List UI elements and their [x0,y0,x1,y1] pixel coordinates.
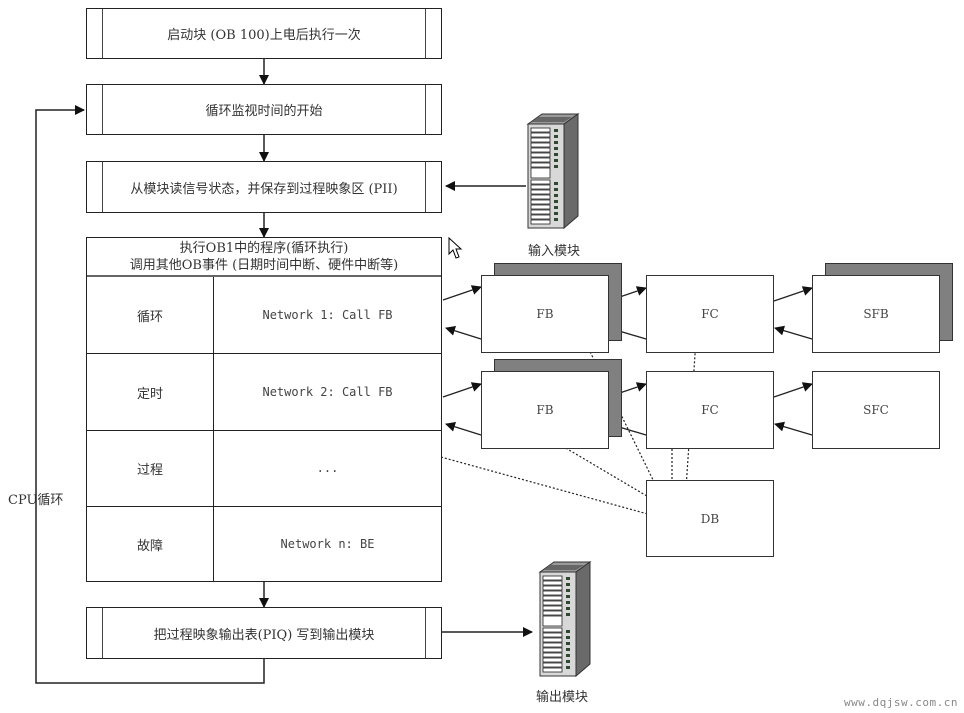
input-module-icon [526,113,580,230]
table-row: 故障 Network n: BE [87,506,441,582]
arrow-fc2-to-sfc [773,382,813,398]
event-cell: 过程 [87,430,214,506]
table-row: 定时 Network 2: Call FB [87,354,441,431]
input-module-label: 输入模块 [528,244,581,259]
cycle-monitor-box: 循环监视时间的开始 [86,84,442,135]
event-cell: 循环 [87,277,214,353]
output-module-label: 输出模块 [536,690,589,705]
db-block: DB [646,480,774,557]
startup-block-text: 启动块 (OB 100)上电后执行一次 [167,28,361,43]
arrow-fc1-to-sfb [773,286,813,302]
fb2-block: FB [481,371,609,449]
table-row: 过程 ... [87,430,441,507]
watermark: www.dqjsw.com.cn [844,696,958,709]
write-outputs-text: 把过程映象输出表(PIQ) 写到输出模块 [153,627,375,643]
cpu-cycle-label: CPU循环 [8,493,64,508]
network-cell: Network 1: Call FB [262,308,393,322]
fb1-block: FB [481,275,609,353]
arrow-main-to-fb2 [442,382,482,398]
arrow-sfc-to-fc2 [774,421,813,436]
read-inputs-text: 从模块读信号状态，并保存到过程映象区 (PII) [130,181,398,197]
cycle-monitor-text: 循环监视时间的开始 [205,104,323,119]
ob1-header: 执行OB1中的程序(循环执行) 调用其他OB事件 (日期时间中断、硬件中断等) [87,238,441,277]
startup-block-box: 启动块 (OB 100)上电后执行一次 [86,8,442,59]
network-cell: Network n: BE [280,537,375,551]
mouse-cursor-icon [448,237,463,259]
arrow-fb1-to-main [445,325,482,340]
table-row: 循环 Network 1: Call FB [87,277,441,354]
read-inputs-box: 从模块读信号状态，并保存到过程映象区 (PII) [86,161,442,213]
network-cell: Network 2: Call FB [262,385,393,399]
arrow-sfb-to-fc1 [774,325,813,340]
fc1-block: FC [646,275,774,353]
network-cell: ... [316,461,339,475]
ob1-header-line2: 调用其他OB事件 (日期时间中断、硬件中断等) [129,258,399,273]
sfc-block: SFC [812,371,940,449]
event-cell: 故障 [87,506,214,582]
arrow-fb2-to-main [445,421,482,436]
cpu-cycle-loop [35,105,265,684]
arrow-main-to-fb1 [442,285,482,301]
fc2-block: FC [646,371,774,449]
ob1-header-line1: 执行OB1中的程序(循环执行) [179,241,349,256]
ob1-execution-table: 执行OB1中的程序(循环执行) 调用其他OB事件 (日期时间中断、硬件中断等) … [86,237,442,582]
event-cell: 定时 [87,354,214,430]
write-outputs-box: 把过程映象输出表(PIQ) 写到输出模块 [86,607,442,659]
output-module-icon [538,561,592,678]
sfb-block: SFB [812,275,940,353]
